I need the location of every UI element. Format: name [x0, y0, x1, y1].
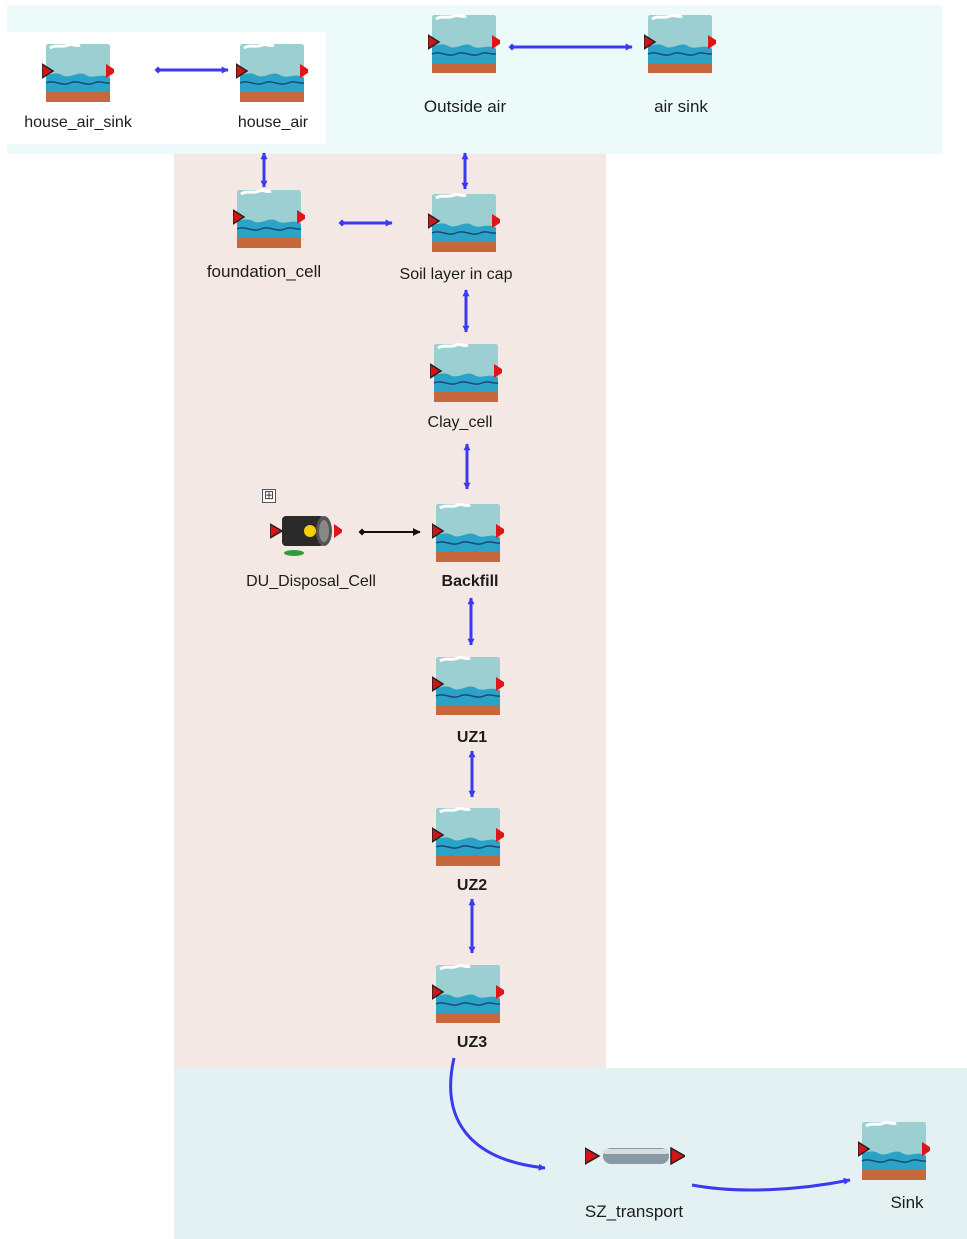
node-uz1[interactable]: [432, 655, 504, 717]
expand-icon[interactable]: ⊞: [262, 488, 276, 503]
node-label: DU_Disposal_Cell: [246, 573, 376, 590]
link-uz3-to-sz-transport: [449, 1057, 546, 1171]
node-label: air sink: [654, 97, 708, 116]
node-du-disposal-cell[interactable]: [270, 500, 342, 562]
cell-icon: [42, 42, 114, 104]
node-label: UZ1: [456, 729, 488, 746]
node-foundation-cell[interactable]: [233, 188, 305, 250]
cell-icon: [432, 655, 504, 717]
node-label: UZ3: [456, 1034, 488, 1051]
node-house-air-sink[interactable]: [42, 42, 114, 104]
node-house-air[interactable]: [236, 42, 308, 104]
node-label: house_air_sink: [24, 114, 132, 131]
node-label: Sink: [890, 1193, 924, 1212]
cell-icon: [236, 42, 308, 104]
node-label: UZ2: [456, 877, 488, 894]
pipe-icon: [585, 1136, 685, 1176]
cell-icon: [430, 342, 502, 404]
node-outside-air[interactable]: [428, 13, 500, 75]
node-label: Soil layer in cap: [399, 266, 513, 283]
node-sz-transport[interactable]: [585, 1136, 685, 1176]
cell-icon: [428, 13, 500, 75]
cell-icon: [233, 188, 305, 250]
node-uz2[interactable]: [432, 806, 504, 868]
node-backfill[interactable]: [432, 502, 504, 564]
waste-drum-icon: [270, 500, 342, 562]
node-soil-layer-in-cap[interactable]: [428, 192, 500, 254]
node-label: foundation_cell: [206, 262, 322, 281]
node-label: SZ_transport: [584, 1202, 684, 1221]
node-label: Outside air: [423, 97, 507, 116]
cell-icon: [428, 192, 500, 254]
cell-icon: [432, 502, 504, 564]
node-label: Clay_cell: [427, 414, 493, 431]
unsaturated-zone: [174, 154, 606, 1068]
cell-icon: [432, 963, 504, 1025]
cell-icon: [858, 1120, 930, 1182]
node-label: Backfill: [441, 573, 499, 590]
cell-icon: [432, 806, 504, 868]
link-sz-transport-to-sink: [691, 1177, 851, 1192]
node-clay-cell[interactable]: [430, 342, 502, 404]
node-uz3[interactable]: [432, 963, 504, 1025]
saturated-zone: [174, 1068, 967, 1239]
node-label: house_air: [237, 114, 309, 131]
node-sink[interactable]: [858, 1120, 930, 1182]
cell-icon: [644, 13, 716, 75]
node-air-sink[interactable]: [644, 13, 716, 75]
